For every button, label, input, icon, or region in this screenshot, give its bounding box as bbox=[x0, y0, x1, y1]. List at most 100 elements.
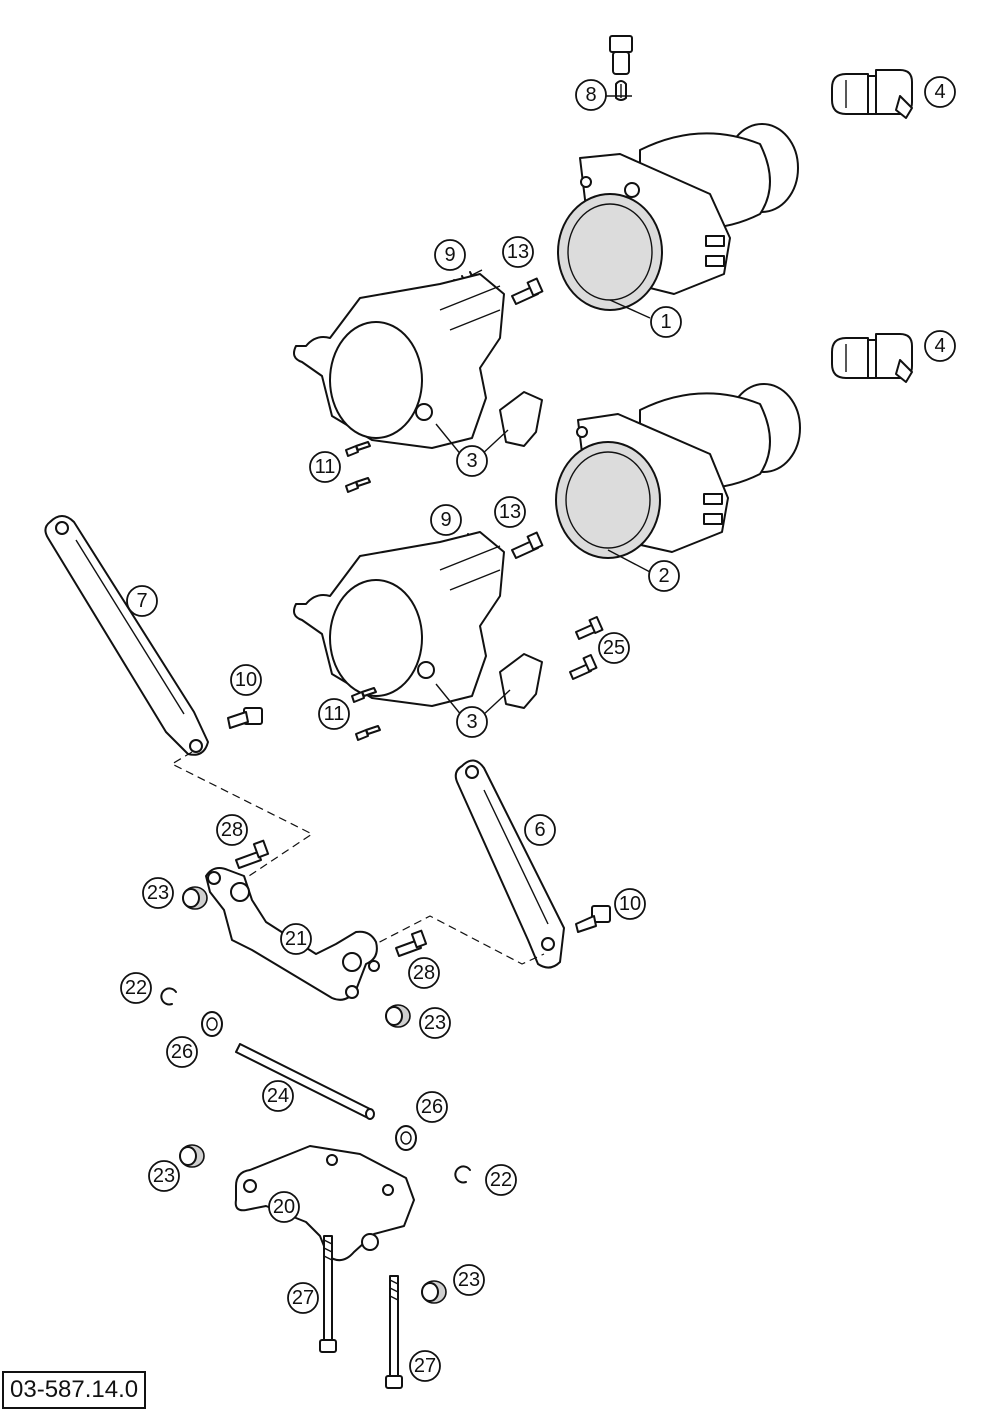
svg-text:13: 13 bbox=[499, 501, 521, 523]
callout-4: 4 bbox=[924, 76, 956, 108]
svg-text:4: 4 bbox=[934, 335, 945, 357]
callout-25: 25 bbox=[598, 632, 630, 664]
part-26-washer-upper bbox=[201, 1011, 223, 1037]
drawing-reference-code: 03-587.14.0 bbox=[2, 1371, 147, 1409]
callout-11: 11 bbox=[309, 451, 341, 483]
svg-text:1: 1 bbox=[660, 311, 671, 333]
callout-10: 10 bbox=[230, 664, 262, 696]
svg-text:23: 23 bbox=[424, 1012, 446, 1034]
part-2-headlamp-projector-lower bbox=[555, 383, 801, 559]
callout-10: 10 bbox=[614, 888, 646, 920]
svg-text:10: 10 bbox=[619, 893, 641, 915]
part-10-bolt-left bbox=[227, 707, 263, 729]
part-21-bracket-upper bbox=[205, 867, 380, 1001]
part-7-strut-left bbox=[44, 515, 209, 756]
svg-text:25: 25 bbox=[603, 637, 625, 659]
part-28-screw-lower bbox=[395, 929, 428, 957]
callout-9: 9 bbox=[430, 504, 462, 536]
callout-22: 22 bbox=[485, 1164, 517, 1196]
part-23-grommet-1 bbox=[182, 886, 208, 910]
svg-text:10: 10 bbox=[235, 669, 257, 691]
part-13-screw-lower bbox=[511, 531, 544, 559]
callout-21: 21 bbox=[280, 923, 312, 955]
svg-text:27: 27 bbox=[414, 1355, 436, 1377]
callout-23: 23 bbox=[148, 1160, 180, 1192]
part-6-strut-right bbox=[454, 759, 565, 969]
svg-text:26: 26 bbox=[421, 1096, 443, 1118]
svg-text:22: 22 bbox=[490, 1169, 512, 1191]
svg-text:6: 6 bbox=[534, 819, 545, 841]
part-28-screw-upper bbox=[235, 839, 270, 869]
callout-23: 23 bbox=[453, 1264, 485, 1296]
callout-1: 1 bbox=[650, 306, 682, 338]
callout-22: 22 bbox=[120, 972, 152, 1004]
part-23-grommet-4 bbox=[421, 1280, 447, 1304]
part-11-screws-lower bbox=[351, 687, 381, 741]
part-22-circlip-upper bbox=[160, 987, 177, 1006]
part-22-circlip-lower bbox=[454, 1165, 471, 1184]
part-11-screws-upper bbox=[345, 441, 371, 493]
callout-26: 26 bbox=[416, 1091, 448, 1123]
svg-text:11: 11 bbox=[315, 456, 336, 478]
part-1-headlamp-projector-upper bbox=[557, 123, 799, 311]
callout-27: 27 bbox=[409, 1350, 441, 1382]
part-23-grommet-3 bbox=[179, 1144, 205, 1168]
callout-2: 2 bbox=[648, 560, 680, 592]
callout-8: 8 bbox=[575, 79, 607, 111]
callout-11: 11 bbox=[318, 698, 350, 730]
svg-text:28: 28 bbox=[221, 819, 243, 841]
svg-text:23: 23 bbox=[153, 1165, 175, 1187]
part-20-bracket-lower bbox=[234, 1145, 415, 1262]
svg-text:22: 22 bbox=[125, 977, 147, 999]
svg-text:20: 20 bbox=[273, 1196, 295, 1218]
svg-text:11: 11 bbox=[324, 703, 345, 725]
svg-text:3: 3 bbox=[466, 450, 477, 472]
svg-text:9: 9 bbox=[440, 509, 451, 531]
part-23-grommet-2 bbox=[385, 1004, 411, 1028]
callout-13: 13 bbox=[494, 496, 526, 528]
callout-9: 9 bbox=[434, 239, 466, 271]
svg-text:13: 13 bbox=[507, 241, 529, 263]
part-27-bolt-right bbox=[385, 1275, 403, 1389]
callout-23: 23 bbox=[142, 877, 174, 909]
callout-7: 7 bbox=[126, 585, 158, 617]
part-26-washer-lower bbox=[395, 1125, 417, 1151]
callout-4: 4 bbox=[924, 330, 956, 362]
callout-13: 13 bbox=[502, 236, 534, 268]
part-13-screw-upper bbox=[511, 277, 544, 305]
svg-text:24: 24 bbox=[267, 1085, 289, 1107]
part-8-parking-bulb bbox=[609, 35, 633, 101]
svg-text:9: 9 bbox=[444, 244, 455, 266]
svg-text:27: 27 bbox=[292, 1287, 314, 1309]
svg-text:21: 21 bbox=[285, 928, 307, 950]
part-3-mounting-frame-lower bbox=[293, 531, 543, 709]
svg-text:26: 26 bbox=[171, 1041, 193, 1063]
svg-text:8: 8 bbox=[585, 84, 596, 106]
part-4-bulb-lower bbox=[831, 333, 913, 383]
svg-text:23: 23 bbox=[147, 882, 169, 904]
callout-6: 6 bbox=[524, 814, 556, 846]
callout-23: 23 bbox=[419, 1007, 451, 1039]
svg-text:4: 4 bbox=[934, 81, 945, 103]
callout-20: 20 bbox=[268, 1191, 300, 1223]
callout-3: 3 bbox=[456, 706, 488, 738]
part-25-screws bbox=[569, 615, 604, 680]
callout-28: 28 bbox=[216, 814, 248, 846]
svg-text:23: 23 bbox=[458, 1269, 480, 1291]
svg-text:7: 7 bbox=[136, 590, 147, 612]
callout-26: 26 bbox=[166, 1036, 198, 1068]
part-4-bulb-upper bbox=[831, 69, 913, 119]
callout-24: 24 bbox=[262, 1080, 294, 1112]
assembly-leader-lines bbox=[170, 751, 545, 965]
svg-text:28: 28 bbox=[413, 962, 435, 984]
svg-text:2: 2 bbox=[658, 565, 669, 587]
part-27-bolt-left bbox=[319, 1235, 337, 1353]
callout-27: 27 bbox=[287, 1282, 319, 1314]
part-10-bolt-right bbox=[575, 905, 611, 933]
part-3-mounting-frame-upper bbox=[293, 273, 543, 449]
svg-text:3: 3 bbox=[466, 711, 477, 733]
part-24-shaft bbox=[235, 1043, 375, 1120]
callout-28: 28 bbox=[408, 957, 440, 989]
callout-3: 3 bbox=[456, 445, 488, 477]
